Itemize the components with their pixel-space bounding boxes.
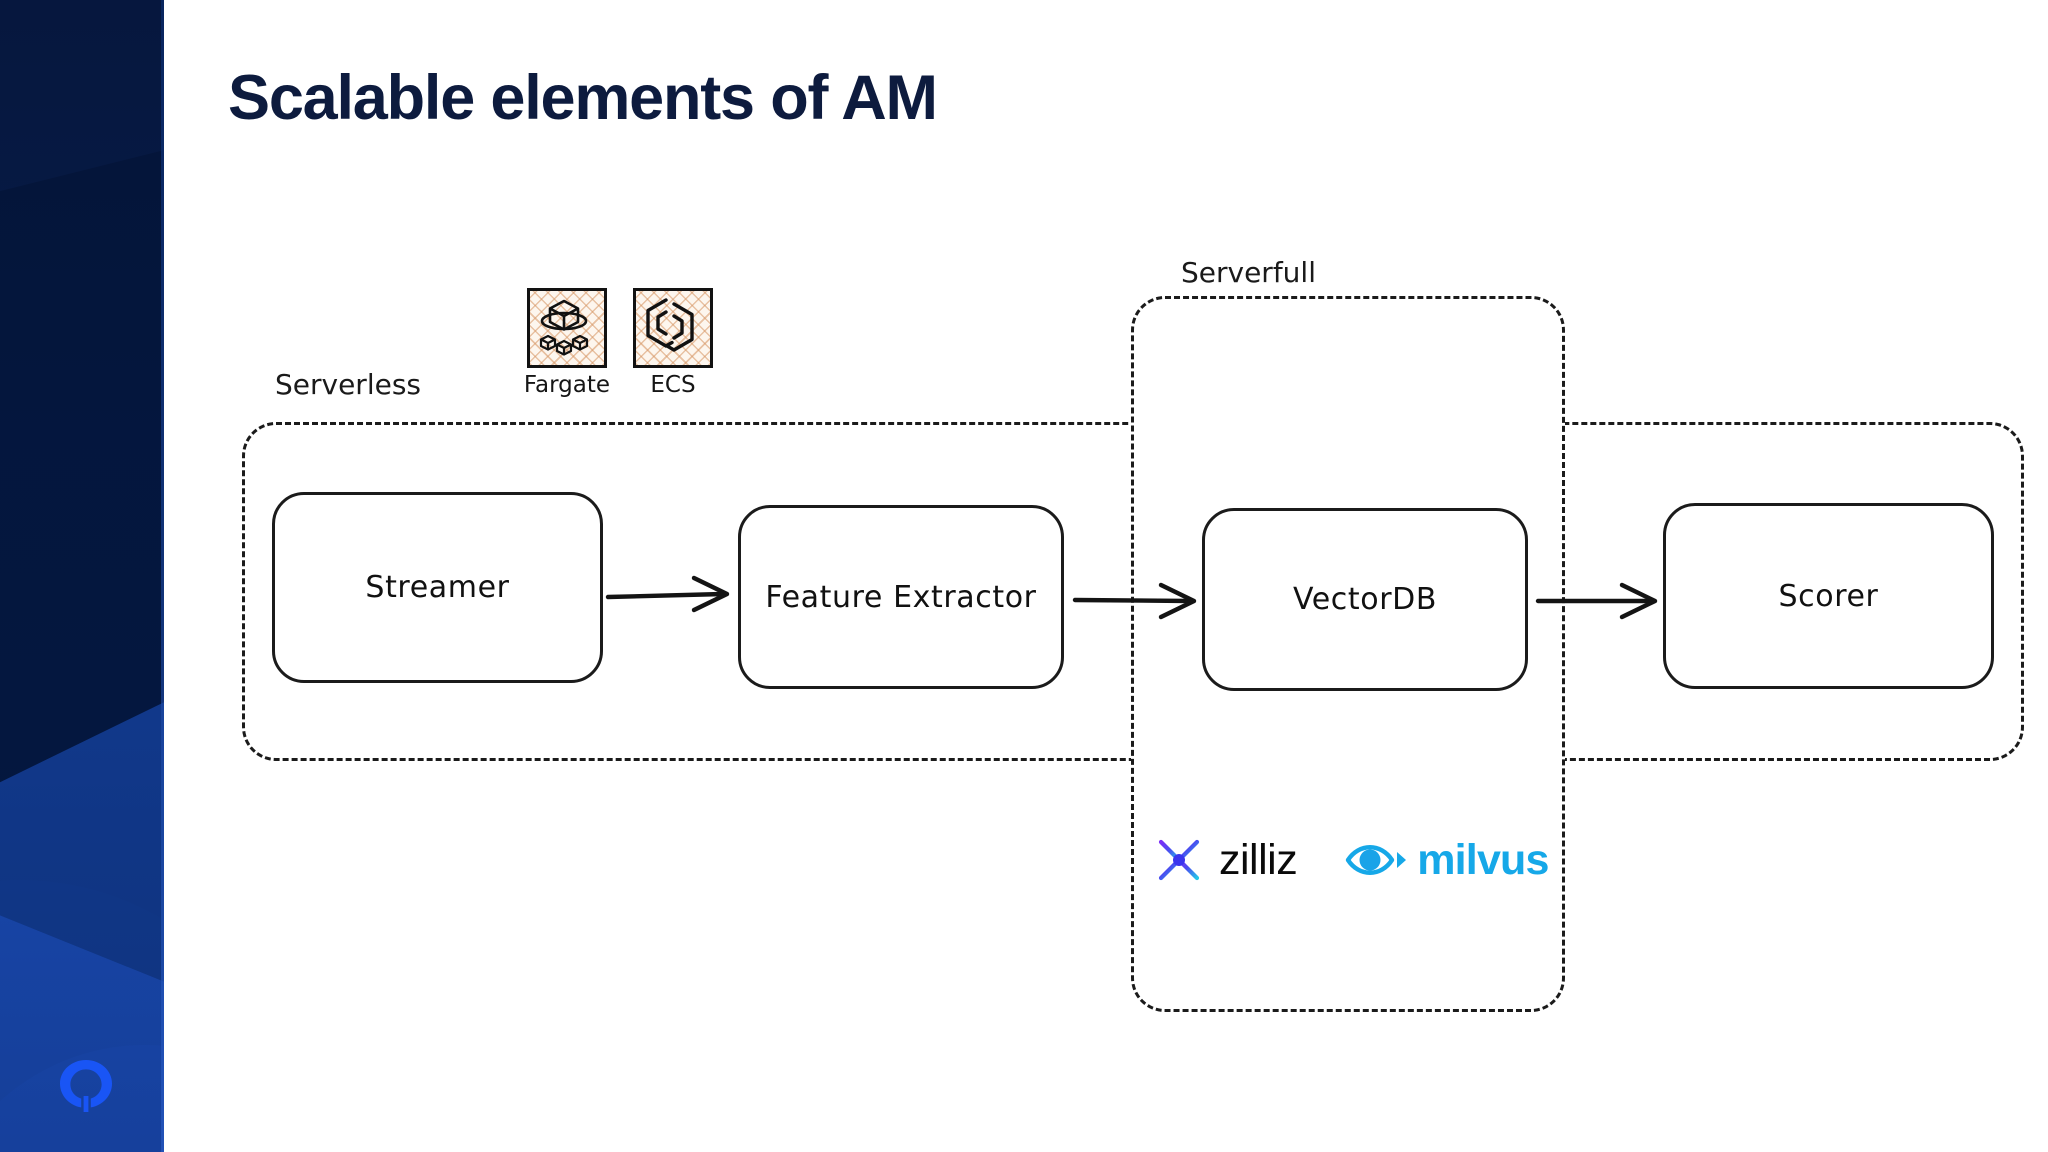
milvus-eye-icon — [1346, 845, 1407, 875]
vendor-zilliz: zilliz — [1148, 829, 1298, 891]
node-label-scorer: Scorer — [1778, 578, 1879, 614]
group-label-serverfull: Serverfull — [1181, 256, 1316, 289]
sidebar-shade-overlay — [0, 0, 164, 1152]
node-label-streamer: Streamer — [365, 570, 510, 605]
node-scorer[interactable]: Scorer — [1663, 503, 1994, 689]
vendor-label-zilliz: zilliz — [1219, 835, 1298, 884]
sidebar-decoration — [0, 0, 164, 1152]
sidebar-edge-highlight — [161, 0, 164, 1152]
vendor-milvus: milvus — [1345, 835, 1549, 885]
node-streamer[interactable]: Streamer — [272, 492, 603, 683]
page-title: Scalable elements of AM — [228, 63, 938, 133]
group-label-serverless: Serverless — [275, 368, 422, 401]
aws-ecs-icon — [633, 288, 713, 368]
node-label-feature-extractor: Feature Extractor — [765, 579, 1037, 615]
keyhole-logo-icon — [60, 1060, 112, 1112]
vendor-logos: zilliz milvus — [1148, 823, 1549, 897]
node-label-vectordb: VectorDB — [1292, 582, 1438, 617]
service-label-ecs: ECS — [650, 372, 696, 398]
service-ecs: ECS — [618, 288, 728, 398]
zilliz-star-icon — [1150, 831, 1208, 889]
node-vectordb[interactable]: VectorDB — [1202, 508, 1528, 691]
node-feature-extractor[interactable]: Feature Extractor — [738, 505, 1064, 689]
service-fargate: Fargate — [512, 288, 622, 398]
aws-fargate-icon — [527, 288, 607, 368]
service-label-fargate: Fargate — [523, 372, 611, 398]
vendor-label-milvus: milvus — [1417, 835, 1549, 884]
